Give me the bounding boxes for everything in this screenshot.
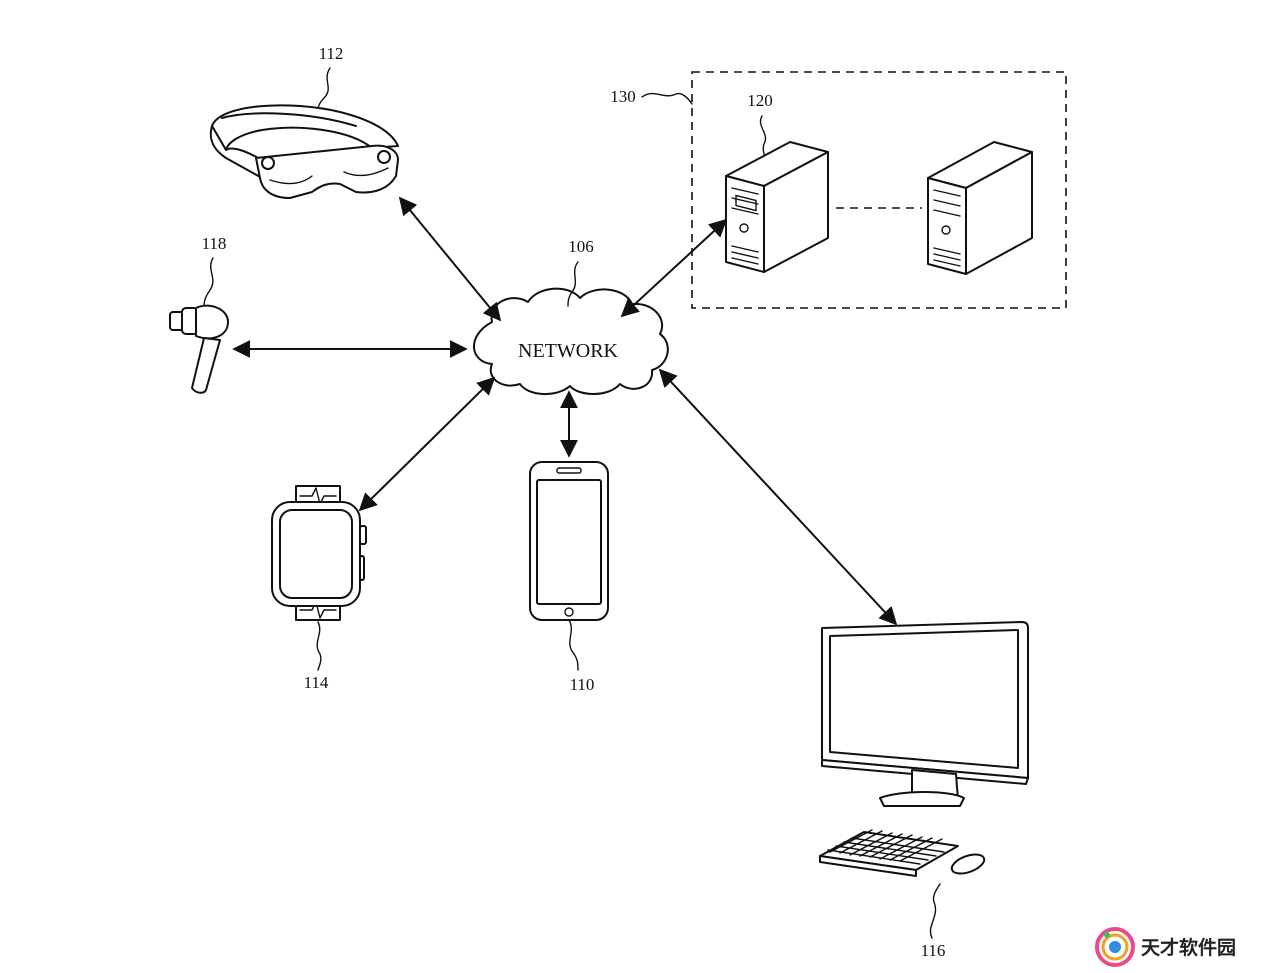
leader-line-earbud [203,257,214,307]
computer-device: 116 [819,621,1029,960]
phone-icon [529,461,609,621]
ref-label-watch: 114 [304,673,329,692]
network-cloud: NETWORK [473,287,669,395]
link-watch-network [358,376,496,512]
ref-label-headset: 112 [319,44,344,63]
network-label: NETWORK [518,340,619,362]
watermark-logo-icon [1095,927,1135,967]
watch-icon [271,485,367,621]
link-server-network [620,218,728,318]
server-group: 130 120 [610,71,1067,309]
ref-label-network: 106 [568,237,594,256]
leader-line-server-group [641,92,693,105]
headset-icon [209,104,399,199]
watch-device: 114 [271,485,367,692]
desktop-computer-icon [821,621,1029,807]
server-group-boundary [691,71,1067,309]
link-computer-network [658,368,898,626]
server-icon [725,141,829,273]
phone-device: 110 [529,461,609,694]
cloud-icon [473,287,669,395]
ref-label-computer: 116 [921,941,946,960]
ref-label-phone: 110 [570,675,595,694]
leader-line-headset [317,67,331,111]
earbud-device: 118 [169,234,229,394]
link-headset-network [398,196,502,322]
ref-label-earbud: 118 [202,234,227,253]
leader-line-network [567,261,579,307]
headset-device: 112 [209,44,399,199]
mouse-icon [950,853,986,875]
ref-label-server-group: 130 [610,87,636,106]
keyboard-icon [819,829,959,877]
leader-line-phone [568,619,579,671]
earbud-icon [169,304,229,394]
ref-label-server: 120 [747,91,773,110]
watermark-text: 天才软件园 [1141,937,1237,959]
server-icon-secondary [927,141,1033,275]
leader-line-watch [316,621,322,671]
leader-line-computer [929,883,941,939]
watermark: 天才软件园 [1093,925,1263,969]
